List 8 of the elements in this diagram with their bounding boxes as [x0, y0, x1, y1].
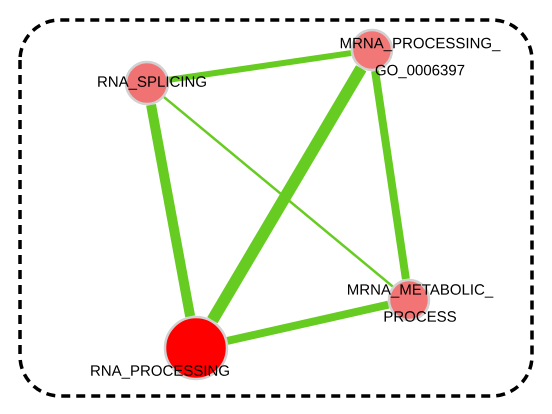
edge-line: [168, 50, 352, 83]
edge-line: [371, 70, 410, 280]
node-label: MRNA_METABOLIC_ PROCESS: [348, 284, 494, 322]
edge-line: [163, 96, 394, 288]
edge-line: [146, 104, 196, 318]
edge-line: [207, 65, 366, 324]
node-label: MRNA_PROCESSING_ GO_0006397: [340, 38, 501, 78]
edge-line: [226, 300, 390, 345]
